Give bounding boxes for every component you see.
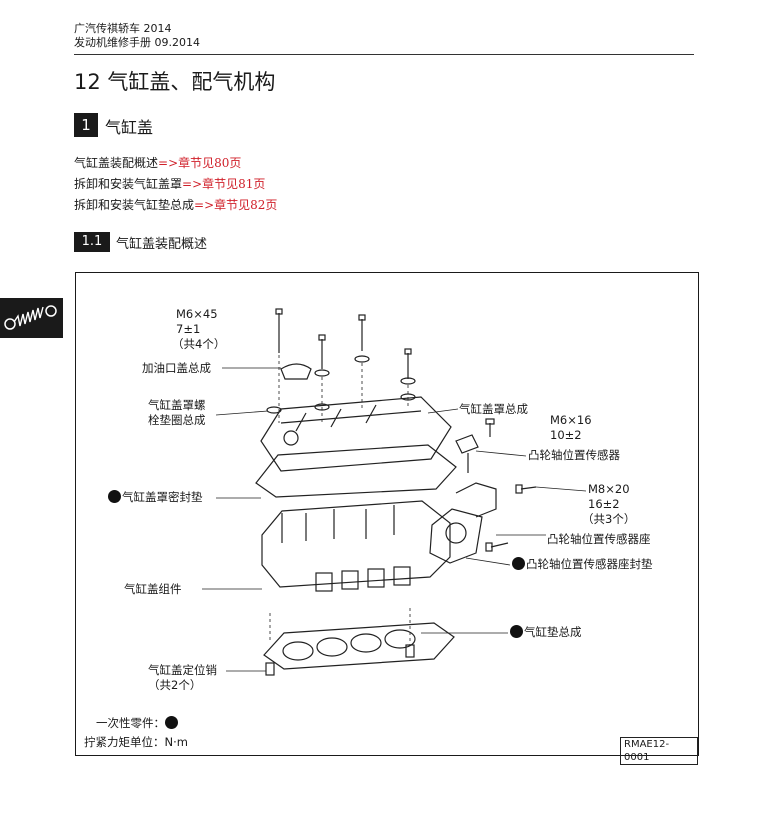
callout-cover-bolt-washer-1: 气缸盖罩螺 (148, 398, 206, 412)
header-line-2: 发动机维修手册 09.2014 (74, 36, 200, 49)
callout-m6x45-torque: 7±1 (176, 322, 201, 336)
callout-m8x20-spec: M8×20 (588, 482, 630, 496)
callout-m6x45-qty: （共4个） (172, 337, 226, 351)
callout-dowel-pin-qty: （共2个） (148, 678, 202, 692)
callout-text: 气缸垫总成 (524, 625, 582, 639)
link-text: 拆卸和安装气缸盖罩 (74, 177, 183, 191)
link-text: 气缸盖装配概述 (74, 156, 159, 170)
one-time-part-icon (165, 716, 178, 729)
callout-m8x20-qty: （共3个） (582, 512, 636, 526)
callout-sensor-seat-gasket: 凸轮轴位置传感器座封垫 (512, 557, 653, 572)
link-ref[interactable]: =>章节见80页 (158, 156, 242, 170)
callout-sensor-seat: 凸轮轴位置传感器座 (547, 532, 651, 546)
callout-m6x16-torque: 10±2 (550, 428, 582, 442)
callout-head-cover: 气缸盖罩总成 (459, 402, 528, 416)
one-time-part-icon (108, 490, 121, 503)
cylinder-head-drawing (202, 308, 587, 676)
link-ref[interactable]: =>章节见81页 (182, 177, 266, 191)
legend-one-time-part: 一次性零件： (96, 716, 179, 731)
figure-code: RMAE12-0001 (620, 737, 698, 765)
legend-torque-unit: 拧紧力矩单位：N·m (84, 735, 188, 749)
link-row[interactable]: 拆卸和安装气缸盖罩=>章节见81页 (74, 174, 277, 195)
callout-text: 凸轮轴位置传感器座封垫 (526, 557, 653, 571)
exploded-diagram: M6×45 7±1 （共4个） 加油口盖总成 气缸盖罩螺 栓垫圈总成 气缸盖罩总… (75, 272, 699, 765)
header-divider (74, 54, 694, 55)
link-text: 拆卸和安装气缸垫总成 (74, 198, 195, 212)
chapter-title: 12 气缸盖、配气机构 (74, 70, 276, 94)
header-line-1: 广汽传祺轿车 2014 (74, 22, 172, 35)
callout-cover-gasket: 气缸盖罩密封垫 (108, 490, 203, 505)
subsection-title: 气缸盖装配概述 (116, 237, 208, 252)
section-title: 气缸盖 (105, 118, 154, 137)
callout-m8x20-torque: 16±2 (588, 497, 620, 511)
spring-tab-icon (0, 298, 63, 338)
reference-links: 气缸盖装配概述=>章节见80页 拆卸和安装气缸盖罩=>章节见81页 拆卸和安装气… (74, 153, 277, 216)
link-ref[interactable]: =>章节见82页 (194, 198, 278, 212)
callout-m6x45-spec: M6×45 (176, 307, 218, 321)
callout-head-gasket: 气缸垫总成 (510, 625, 582, 640)
link-row[interactable]: 气缸盖装配概述=>章节见80页 (74, 153, 277, 174)
callout-cam-sensor: 凸轮轴位置传感器 (528, 448, 620, 462)
one-time-part-icon (510, 625, 523, 638)
callout-cover-bolt-washer-2: 栓垫圈总成 (148, 413, 206, 427)
link-row[interactable]: 拆卸和安装气缸垫总成=>章节见82页 (74, 195, 277, 216)
callout-text: 气缸盖罩密封垫 (122, 490, 203, 504)
page-header: 广汽传祺轿车 2014 发动机维修手册 09.2014 (74, 22, 200, 50)
section-number: 1 (74, 113, 98, 137)
subsection-number: 1.1 (74, 232, 110, 252)
callout-oil-filler-cap: 加油口盖总成 (142, 361, 211, 375)
cover-bolt-icon (275, 308, 412, 379)
callout-head-assembly: 气缸盖组件 (124, 582, 182, 596)
one-time-part-icon (512, 557, 525, 570)
callout-dowel-pin: 气缸盖定位销 (148, 663, 217, 677)
callout-m6x16-spec: M6×16 (550, 413, 592, 427)
legend-text: 一次性零件： (96, 716, 165, 730)
